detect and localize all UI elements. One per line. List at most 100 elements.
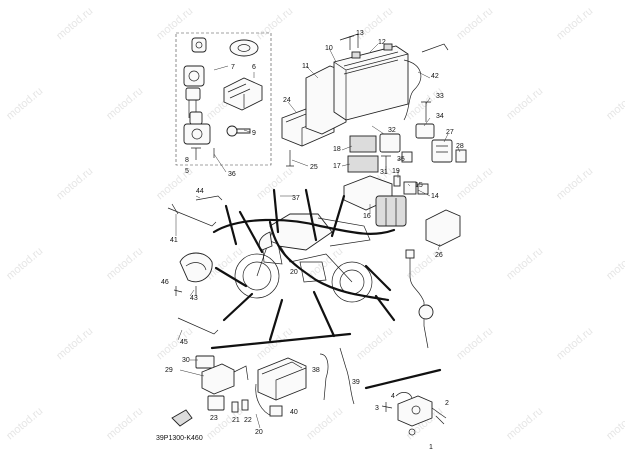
clamp-45 (177, 317, 219, 335)
watermark-text: motod.ru (604, 405, 625, 442)
rectifier-18 (349, 135, 377, 153)
relay-cover-35 (401, 151, 413, 163)
callout-14: 14 (431, 193, 439, 200)
coupler-30 (195, 355, 215, 369)
battery-bracket (339, 33, 359, 50)
callout-46: 46 (161, 279, 169, 286)
starter-relay-33 (421, 101, 431, 122)
sensor-head (418, 304, 434, 320)
callout-31: 31 (380, 169, 388, 176)
watermark-text: motod.ru (454, 5, 495, 42)
neutral-switch-lead (405, 249, 429, 349)
fuel-tank-cap-lock (183, 111, 211, 145)
section-dividers (210, 332, 442, 390)
seat-lock-ring (229, 39, 259, 57)
ignitor-cover (257, 357, 307, 401)
callout-23: 23 (210, 415, 218, 422)
callout-44: 44 (196, 188, 204, 195)
callout-26: 26 (435, 252, 443, 259)
watermark-text: motod.ru (604, 85, 625, 122)
screw-2 (435, 415, 445, 425)
battery (333, 43, 409, 121)
callout-37: 37 (292, 195, 300, 202)
callout-9: 9 (252, 130, 256, 137)
callout-2: 2 (445, 400, 449, 407)
connector-19 (393, 175, 401, 187)
watermark-text: motod.ru (254, 5, 295, 42)
wire-clip-40 (269, 405, 283, 417)
callout-10: 10 (325, 45, 333, 52)
callout-18: 18 (333, 146, 341, 153)
callout-15: 15 (415, 182, 423, 189)
callout-45: 45 (180, 339, 188, 346)
callout-32: 32 (388, 127, 396, 134)
watermark-text: motod.ru (104, 245, 145, 282)
callout-17: 17 (333, 163, 341, 170)
relay-32 (379, 133, 401, 153)
watermark-text: motod.ru (504, 405, 545, 442)
callout-8: 8 (185, 157, 189, 164)
coupler-assembly-29 (201, 363, 249, 395)
callout-5: 5 (185, 168, 189, 175)
bolt-set (191, 147, 215, 160)
brake-switch (397, 395, 447, 436)
watermark-text: motod.ru (104, 405, 145, 442)
motorcycle-outline (234, 213, 373, 303)
callout-3: 3 (375, 405, 379, 412)
watermark-text: motod.ru (54, 325, 95, 362)
callout-43: 43 (190, 295, 198, 302)
wire-harness (212, 188, 396, 342)
callout-7: 7 (231, 64, 235, 71)
callout-30: 30 (182, 357, 190, 364)
watermark-text: motod.ru (554, 5, 595, 42)
relay-34 (415, 123, 435, 139)
watermark-text: motod.ru (54, 165, 95, 202)
battery-band (343, 51, 399, 75)
watermark-text: motod.ru (554, 165, 595, 202)
callout-42: 42 (431, 73, 439, 80)
battery-lead (403, 43, 449, 121)
callout-13: 13 (356, 30, 364, 37)
callout-22: 22 (244, 417, 252, 424)
watermark-text: motod.ru (604, 245, 625, 282)
band-39 (339, 347, 355, 405)
cover-17 (347, 155, 379, 173)
callout-20-main: 20 (290, 269, 298, 276)
watermark-text: motod.ru (354, 325, 395, 362)
flasher-relay-26 (425, 209, 461, 247)
rubber-cap (171, 409, 193, 427)
callout-4: 4 (391, 393, 395, 400)
callout-12: 12 (378, 39, 386, 46)
callout-24: 24 (283, 97, 291, 104)
callout-labels: 1 2 3 4 5 6 7 8 9 10 11 12 13 14 15 16 1… (161, 30, 464, 451)
screw-3 (381, 402, 393, 412)
callout-27: 27 (446, 129, 454, 136)
callout-40: 40 (290, 409, 298, 416)
callout-28: 28 (456, 143, 464, 150)
callout-20-lower: 20 (255, 429, 263, 436)
wire-lead-44 (195, 195, 223, 201)
callout-34: 34 (436, 113, 444, 120)
callout-19: 19 (392, 168, 400, 175)
starter-relay-assembly (343, 175, 429, 227)
callout-39: 39 (352, 379, 360, 386)
callout-36: 36 (228, 171, 236, 178)
watermark-text: motod.ru (304, 405, 345, 442)
fuse-28 (455, 149, 467, 163)
lock-cylinder (191, 37, 207, 53)
horn-bolt-46 (173, 286, 183, 296)
watermark-text: motod.ru (154, 5, 195, 42)
key (226, 125, 251, 137)
callout-29: 29 (165, 367, 173, 374)
watermark-text: motod.ru (54, 5, 95, 42)
watermark-text: motod.ru (504, 245, 545, 282)
watermark-text: motod.ru (554, 325, 595, 362)
cable-41 (167, 203, 217, 227)
coupler-23 (207, 395, 225, 411)
callout-35: 35 (397, 156, 405, 163)
immobilizer-unit (223, 77, 263, 111)
callout-11: 11 (302, 63, 309, 70)
watermark-text: motod.ru (104, 85, 145, 122)
figure-code: 39P1300-K460 (156, 435, 203, 442)
